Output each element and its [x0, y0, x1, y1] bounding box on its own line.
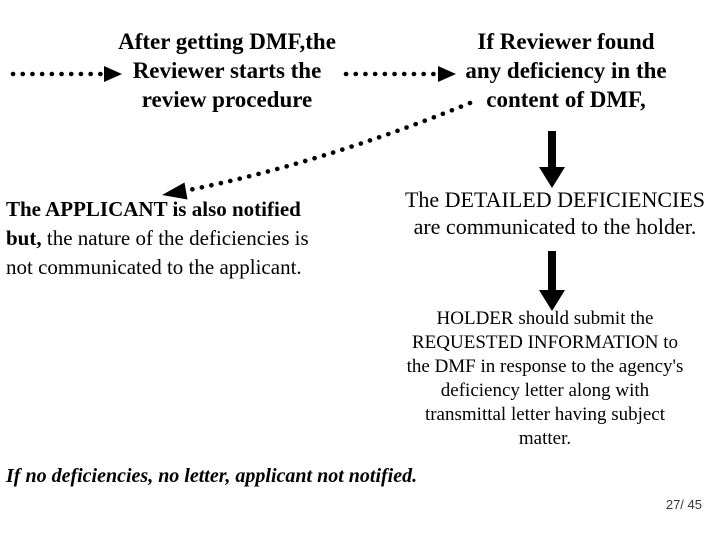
- dotted-right-arrow-icon: [10, 66, 122, 82]
- solid-down-arrow-icon: [539, 251, 565, 311]
- text-line: not communicated to the applicant.: [6, 255, 302, 279]
- text-line: content of DMF,: [486, 87, 646, 112]
- text-line: After getting DMF,the: [118, 29, 336, 54]
- detailed-deficiencies-text: The DETAILED DEFICIENCIES are communicat…: [392, 186, 718, 240]
- reviewer-found-deficiency-text: If Reviewer found any deficiency in the …: [421, 27, 711, 114]
- text-line: If Reviewer found: [477, 29, 655, 54]
- no-deficiencies-footer-text: If no deficiencies, no letter, applicant…: [6, 465, 418, 487]
- text-line: review procedure: [141, 87, 313, 112]
- dotted-right-arrow-icon: [343, 66, 456, 82]
- bold-text: The APPLICANT is also notified: [6, 197, 301, 221]
- text-line: are communicated to the holder.: [413, 214, 697, 239]
- text-line: but, the nature of the deficiencies is: [6, 224, 378, 253]
- solid-down-arrow-icon: [539, 131, 565, 188]
- regular-text: the nature of the deficiencies is: [41, 226, 309, 250]
- text-line: The DETAILED DEFICIENCIES: [404, 187, 706, 212]
- text-line: The APPLICANT is also notified: [6, 195, 378, 224]
- bold-text: but,: [6, 226, 42, 250]
- after-dmf-text: After getting DMF,the Reviewer starts th…: [82, 27, 372, 114]
- text-line: matter.: [518, 428, 572, 449]
- text-line: the DMF in response to the agency's: [406, 356, 684, 377]
- text-line: HOLDER should submit the: [436, 308, 654, 329]
- text-line: transmittal letter having subject: [424, 404, 666, 425]
- text-line: any deficiency in the: [465, 58, 667, 83]
- text-line: REQUESTED INFORMATION to: [412, 332, 678, 353]
- applicant-notified-text: The APPLICANT is also notified but, the …: [6, 195, 378, 282]
- text-line: deficiency letter along with: [440, 380, 650, 401]
- page-number: 27/ 45: [665, 497, 702, 512]
- dotted-diagonal-arrow-icon: [162, 100, 473, 200]
- text-line: Reviewer starts the: [132, 58, 322, 83]
- holder-submit-text: HOLDER should submit the REQUESTED INFOR…: [385, 307, 705, 451]
